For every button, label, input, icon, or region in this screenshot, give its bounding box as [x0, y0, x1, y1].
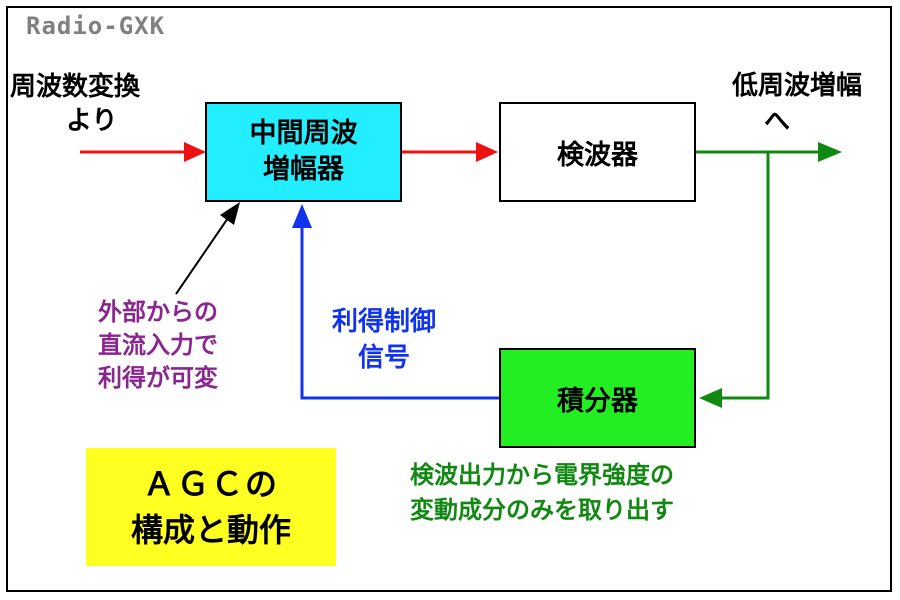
- if-amplifier-label-line2: 増幅器: [263, 154, 344, 185]
- detector-output-note-line1: 検波出力から電界強度の: [410, 461, 674, 489]
- if-amplifier-label-line1: 中間周波: [249, 118, 358, 149]
- external-input-line: [175, 217, 229, 295]
- detector-block: 検波器: [499, 102, 696, 202]
- title-box: ＡＧＣの 構成と動作: [86, 448, 336, 566]
- diagram-frame: [6, 6, 892, 592]
- if-amplifier-block: 中間周波 増幅器: [205, 102, 402, 202]
- external-input-note-line2: 直流入力で: [98, 331, 218, 359]
- external-input-arrowhead: [220, 202, 240, 225]
- gain-control-note-line1: 利得制御: [331, 307, 436, 337]
- input-label-line2: より: [66, 106, 118, 136]
- gain-control-line: [300, 226, 499, 400]
- feedback-line: [722, 152, 770, 400]
- integrator-block: 積分器: [499, 348, 696, 448]
- external-input-note-line3: 利得が可変: [98, 364, 218, 392]
- input-label: 周波数変換 より: [10, 70, 140, 138]
- input-signal-arrowhead: [184, 142, 206, 162]
- gain-control-note: 利得制御 信号: [310, 304, 458, 376]
- external-input-note-line1: 外部からの: [98, 298, 218, 326]
- integrator-label: 積分器: [557, 385, 638, 417]
- title-line2: 構成と動作: [130, 511, 291, 549]
- title-line1: ＡＧＣの: [142, 465, 279, 503]
- if-to-detector-arrowhead: [476, 142, 498, 162]
- external-input-note: 外部からの 直流入力で 利得が可変: [98, 296, 218, 395]
- detector-output-arrowhead: [818, 142, 842, 162]
- output-label-line2: へ: [764, 107, 791, 137]
- gain-control-note-line2: 信号: [357, 343, 410, 373]
- brand-watermark: Radio-GXK: [26, 12, 166, 40]
- output-label: 低周波増幅 へ: [712, 68, 882, 140]
- feedback-arrowhead: [699, 388, 722, 408]
- input-label-line1: 周波数変換: [10, 72, 141, 102]
- gain-control-arrowhead: [292, 204, 312, 228]
- output-label-line1: 低周波増幅: [731, 71, 862, 101]
- detector-output-note: 検波出力から電界強度の 変動成分のみを取り出す: [410, 458, 770, 528]
- detector-label: 検波器: [557, 139, 638, 171]
- detector-output-note-line2: 変動成分のみを取り出す: [410, 496, 674, 524]
